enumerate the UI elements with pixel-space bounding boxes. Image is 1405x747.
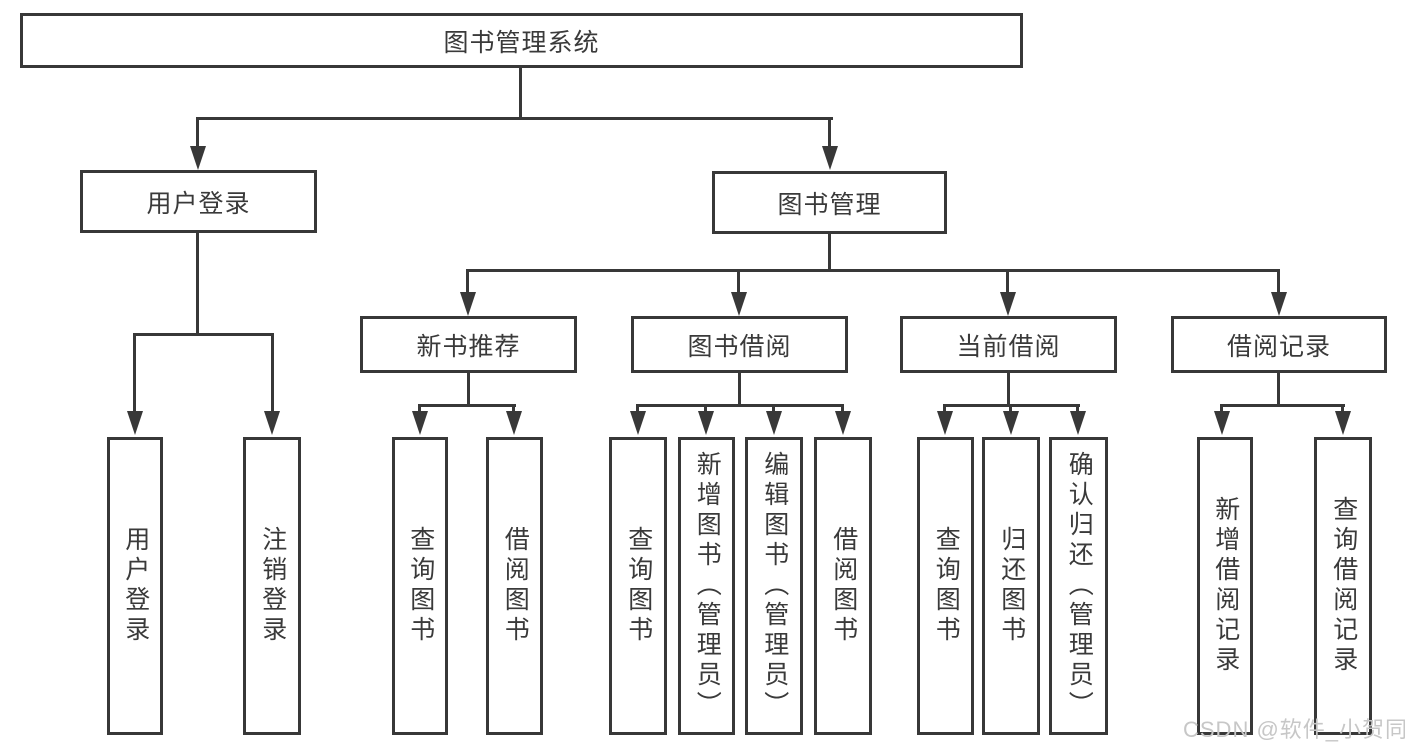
node-new-book-rec-label: 新书推荐: [416, 332, 521, 361]
edge-drop-borrow-records: [1277, 269, 1280, 294]
leaf-nbr-query-books-label: 查询图书: [406, 526, 435, 646]
arrowhead-bb-edit-icon: [766, 411, 782, 435]
node-borrow-records: 借阅记录: [1171, 316, 1387, 373]
leaf-user-login-label: 用户登录: [121, 526, 150, 646]
leaf-user-login: 用户登录: [107, 437, 163, 735]
arrowhead-book-borrow-icon: [731, 292, 747, 316]
edge-drop-nbr-query: [418, 404, 421, 413]
leaf-br-add-record: 新增借阅记录: [1197, 437, 1253, 735]
node-book-borrow: 图书借阅: [631, 316, 848, 373]
arrowhead-nbr-query-icon: [412, 411, 428, 435]
node-borrow-records-label: 借阅记录: [1226, 332, 1331, 361]
edge-book-borrow-branch: [636, 404, 844, 407]
node-book-borrow-label: 图书借阅: [687, 332, 792, 361]
node-library-system-label: 图书管理系统: [443, 28, 600, 57]
leaf-bb-edit-books: 编辑图书（管理员）: [745, 437, 803, 735]
node-book-mgmt: 图书管理: [712, 171, 947, 234]
leaf-cb-confirm-return-label: 确认归还（管理员）: [1065, 451, 1094, 721]
arrowhead-user-login-icon: [190, 146, 206, 170]
edge-new-book-rec-stem: [467, 373, 470, 407]
leaf-logout-label: 注销登录: [258, 526, 287, 646]
leaf-cb-return-books: 归还图书: [982, 437, 1040, 735]
arrowhead-nbr-borrow-icon: [506, 411, 522, 435]
arrowhead-bb-borrow-icon: [835, 411, 851, 435]
leaf-nbr-borrow-books: 借阅图书: [486, 437, 543, 735]
arrowhead-bb-query-icon: [630, 411, 646, 435]
node-new-book-rec: 新书推荐: [360, 316, 577, 373]
arrowhead-current-borrow-icon: [1000, 292, 1016, 316]
edge-book-borrow-stem: [738, 373, 741, 407]
arrowhead-borrow-records-icon: [1271, 292, 1287, 316]
arrowhead-leaf-login-icon: [127, 411, 143, 435]
arrowhead-br-add-icon: [1214, 411, 1230, 435]
edge-drop-current-borrow: [1006, 269, 1009, 294]
edge-drop-br-add: [1220, 404, 1223, 413]
edge-drop-bb-borrow: [841, 404, 844, 413]
leaf-cb-query-books-label: 查询图书: [932, 526, 961, 646]
leaf-cb-return-books-label: 归还图书: [997, 526, 1026, 646]
arrowhead-book-mgmt-icon: [822, 146, 838, 170]
edge-drop-user-login: [196, 117, 199, 148]
leaf-bb-edit-books-label: 编辑图书（管理员）: [760, 451, 789, 721]
edge-user-login-stem: [196, 233, 199, 335]
edge-drop-nbr-borrow: [512, 404, 515, 413]
leaf-br-add-record-label: 新增借阅记录: [1211, 496, 1240, 676]
arrowhead-cb-return-icon: [1003, 411, 1019, 435]
leaf-bb-borrow-books-label: 借阅图书: [829, 526, 858, 646]
edge-drop-bb-add: [704, 404, 707, 413]
arrowhead-leaf-logout-icon: [264, 411, 280, 435]
leaf-nbr-query-books: 查询图书: [392, 437, 448, 735]
arrowhead-cb-confirm-icon: [1070, 411, 1086, 435]
leaf-br-query-record: 查询借阅记录: [1314, 437, 1372, 735]
edge-drop-new-book-rec: [466, 269, 469, 294]
arrowhead-new-book-rec-icon: [460, 292, 476, 316]
node-user-login: 用户登录: [80, 170, 317, 233]
edge-new-book-rec-branch: [418, 404, 516, 407]
leaf-nbr-borrow-books-label: 借阅图书: [501, 526, 530, 646]
arrowhead-bb-add-icon: [698, 411, 714, 435]
leaf-bb-query-books: 查询图书: [609, 437, 667, 735]
node-current-borrow: 当前借阅: [900, 316, 1117, 373]
edge-drop-bb-query: [636, 404, 639, 413]
edge-drop-cb-confirm: [1076, 404, 1079, 413]
edge-book-mgmt-branch: [467, 269, 1280, 272]
node-user-login-label: 用户登录: [146, 189, 251, 218]
leaf-bb-add-books-label: 新增图书（管理员）: [693, 451, 722, 721]
node-current-borrow-label: 当前借阅: [956, 332, 1061, 361]
leaf-br-query-record-label: 查询借阅记录: [1329, 496, 1358, 676]
node-book-mgmt-label: 图书管理: [777, 190, 882, 219]
edge-borrow-records-stem: [1277, 373, 1280, 407]
edge-drop-cb-return: [1009, 404, 1012, 413]
arrowhead-br-query-icon: [1335, 411, 1351, 435]
edge-drop-cb-query: [943, 404, 946, 413]
node-library-system: 图书管理系统: [20, 13, 1023, 68]
leaf-bb-add-books: 新增图书（管理员）: [678, 437, 735, 735]
edge-current-borrow-stem: [1007, 373, 1010, 407]
csdn-watermark: CSDN @软件_小贺同学: [1183, 717, 1405, 742]
leaf-cb-query-books: 查询图书: [917, 437, 974, 735]
arrowhead-cb-query-icon: [937, 411, 953, 435]
leaf-cb-confirm-return: 确认归还（管理员）: [1049, 437, 1108, 735]
edge-root-branch: [196, 117, 833, 120]
edge-book-mgmt-stem: [828, 234, 831, 271]
edge-drop-leaf-login: [133, 333, 136, 413]
edge-drop-book-borrow: [737, 269, 740, 294]
edge-user-login-branch: [133, 333, 274, 336]
edge-drop-book-mgmt: [828, 117, 831, 148]
leaf-bb-borrow-books: 借阅图书: [814, 437, 872, 735]
leaf-logout: 注销登录: [243, 437, 301, 735]
leaf-bb-query-books-label: 查询图书: [624, 526, 653, 646]
edge-drop-leaf-logout: [271, 333, 274, 413]
edge-drop-br-query: [1341, 404, 1344, 413]
edge-borrow-records-branch: [1220, 404, 1345, 407]
edge-drop-bb-edit: [772, 404, 775, 413]
edge-root-stem: [519, 68, 522, 118]
